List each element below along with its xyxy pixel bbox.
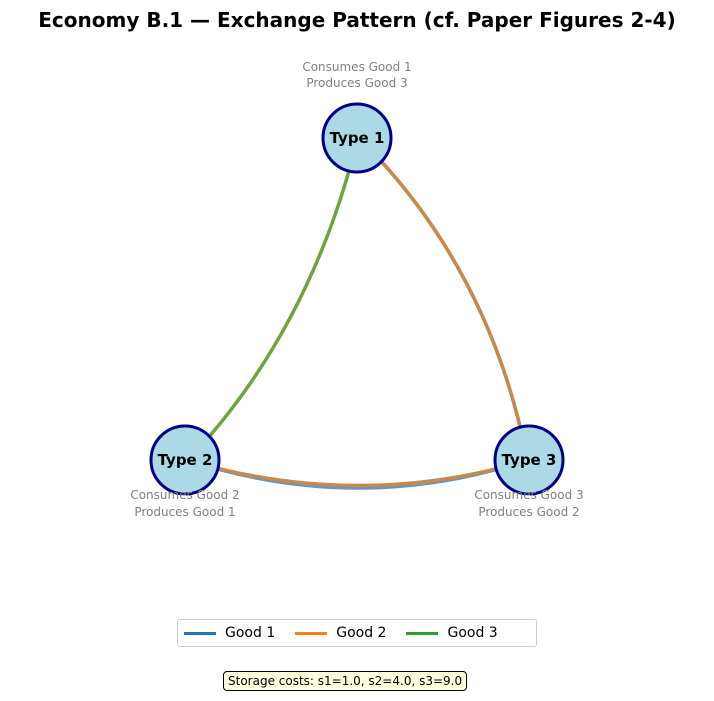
node-type2-consumes: Consumes Good 2 (130, 488, 239, 502)
edge-type1-to-type3 (360, 139, 531, 460)
legend-item-good2: Good 2 (295, 625, 386, 641)
node-type2-label: Type 2 (158, 451, 213, 469)
diagram-title: Economy B.1 — Exchange Pattern (cf. Pape… (38, 8, 676, 32)
node-type3-consumes: Consumes Good 3 (474, 488, 583, 502)
node-type3-label: Type 3 (502, 451, 557, 469)
edge-type1-to-type2 (188, 140, 359, 460)
legend-label-good1: Good 1 (225, 625, 276, 641)
legend-label-good2: Good 2 (336, 625, 387, 641)
edge-type3-to-type1 (360, 139, 529, 459)
legend-swatch-good2 (295, 631, 328, 635)
legend-label-good3: Good 3 (447, 625, 498, 641)
legend-swatch-good3 (406, 631, 439, 635)
node-type2: Type 2 Consumes Good 2 Produces Good 1 (130, 424, 240, 519)
node-type1-label: Type 1 (330, 129, 385, 147)
node-type2-produces: Produces Good 1 (134, 505, 235, 519)
legend-swatch-good1 (184, 631, 216, 635)
legend: Good 1 Good 2 Good 3 (177, 619, 537, 647)
edge-type2-to-type3 (189, 458, 527, 487)
legend-item-good3: Good 3 (406, 625, 498, 641)
node-type1: Type 1 Consumes Good 1 Produces Good 3 (302, 60, 412, 174)
node-type3-produces: Produces Good 2 (478, 505, 579, 519)
node-type1-consumes: Consumes Good 1 (302, 60, 411, 74)
node-type1-produces: Produces Good 3 (306, 76, 407, 90)
legend-item-good1: Good 1 (184, 625, 275, 641)
storage-costs-box: Storage costs: s1=1.0, s2=4.0, s3=9.0 (223, 671, 468, 691)
node-type3: Type 3 Consumes Good 3 Produces Good 2 (474, 424, 584, 519)
